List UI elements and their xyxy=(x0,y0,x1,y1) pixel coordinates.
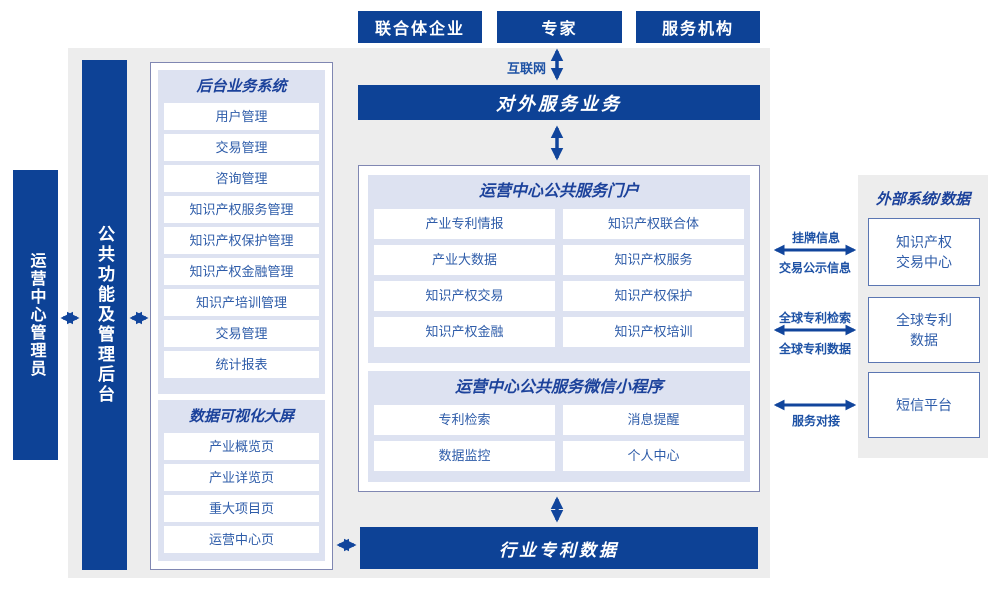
portal-item: 产业大数据 xyxy=(374,245,555,275)
backend-item: 交易管理 xyxy=(164,320,319,347)
miniprogram-item: 个人中心 xyxy=(563,441,744,471)
ext-box-line: 短信平台 xyxy=(896,397,952,413)
portal-item: 知识产权保护 xyxy=(563,281,744,311)
backend-system-section: 后台业务系统 用户管理 交易管理 咨询管理 知识产权服务管理 知识产权保护管理 … xyxy=(158,70,325,394)
external-box-ip-trade-center: 知识产权 交易中心 xyxy=(868,218,980,286)
backend-item: 用户管理 xyxy=(164,103,319,130)
backend-item: 知识产权保护管理 xyxy=(164,227,319,254)
dashboard-item: 重大项目页 xyxy=(164,495,319,522)
left-column-panel: 后台业务系统 用户管理 交易管理 咨询管理 知识产权服务管理 知识产权保护管理 … xyxy=(150,62,333,570)
actor-consortium-enterprise: 联合体企业 xyxy=(358,11,482,43)
external-systems-title: 外部系统/数据 xyxy=(875,191,971,208)
portal-item: 知识产权联合体 xyxy=(563,209,744,239)
ext-box-line: 全球专利 xyxy=(896,312,952,328)
miniprogram-title: 运营中心公共服务微信小程序 xyxy=(454,379,663,396)
portal-item: 知识产权服务 xyxy=(563,245,744,275)
flow-label-global-patent-search: 全球专利检索 xyxy=(778,311,851,325)
flow-label-service-connect: 服务对接 xyxy=(791,414,840,428)
flow-label-global-patent-data: 全球专利数据 xyxy=(778,342,851,356)
dashboard-item: 运营中心页 xyxy=(164,526,319,553)
external-box-global-patent-data: 全球专利 数据 xyxy=(868,297,980,363)
miniprogram-item: 专利检索 xyxy=(374,405,555,435)
miniprogram-section: 运营中心公共服务微信小程序 专利检索 消息提醒 数据监控 个人中心 xyxy=(368,371,750,482)
backend-item: 知识产培训管理 xyxy=(164,289,319,316)
portal-item: 知识产权培训 xyxy=(563,317,744,347)
ext-box-line: 交易中心 xyxy=(896,254,952,270)
external-box-sms-platform: 短信平台 xyxy=(868,372,980,438)
miniprogram-item: 消息提醒 xyxy=(563,405,744,435)
dashboard-title: 数据可视化大屏 xyxy=(188,408,294,425)
actor-service-organization: 服务机构 xyxy=(636,11,760,43)
operations-center-admin-box: 运营中心管理员 xyxy=(13,170,58,460)
miniprogram-item: 数据监控 xyxy=(374,441,555,471)
backend-system-title: 后台业务系统 xyxy=(196,78,287,95)
flow-label-trade-publicity: 交易公示信息 xyxy=(778,261,851,275)
backend-item: 知识产权服务管理 xyxy=(164,196,319,223)
portal-item: 知识产权交易 xyxy=(374,281,555,311)
portal-item: 产业专利情报 xyxy=(374,209,555,239)
backend-item: 交易管理 xyxy=(164,134,319,161)
center-main-panel: 运营中心公共服务门户 产业专利情报 知识产权联合体 产业大数据 知识产权服务 知… xyxy=(358,165,760,492)
external-service-bar: 对外服务业务 xyxy=(358,85,760,120)
dashboard-item: 产业概览页 xyxy=(164,433,319,460)
portal-title: 运营中心公共服务门户 xyxy=(478,183,639,200)
ext-box-line: 知识产权 xyxy=(896,234,952,250)
ext-box-line: 数据 xyxy=(910,332,938,348)
dashboard-section: 数据可视化大屏 产业概览页 产业详览页 重大项目页 运营中心页 xyxy=(158,400,325,561)
public-functions-backend-bar: 公共功能及管理后台 xyxy=(82,60,127,570)
portal-item: 知识产权金融 xyxy=(374,317,555,347)
internet-label: 互联网 xyxy=(506,61,546,76)
dashboard-item: 产业详览页 xyxy=(164,464,319,491)
actor-expert: 专家 xyxy=(497,11,622,43)
backend-item: 咨询管理 xyxy=(164,165,319,192)
backend-item: 知识产权金融管理 xyxy=(164,258,319,285)
portal-section: 运营中心公共服务门户 产业专利情报 知识产权联合体 产业大数据 知识产权服务 知… xyxy=(368,175,750,363)
backend-item: 统计报表 xyxy=(164,351,319,378)
flow-label-listing-info: 挂牌信息 xyxy=(791,231,840,245)
industry-patent-data-bar: 行业专利数据 xyxy=(360,527,758,569)
